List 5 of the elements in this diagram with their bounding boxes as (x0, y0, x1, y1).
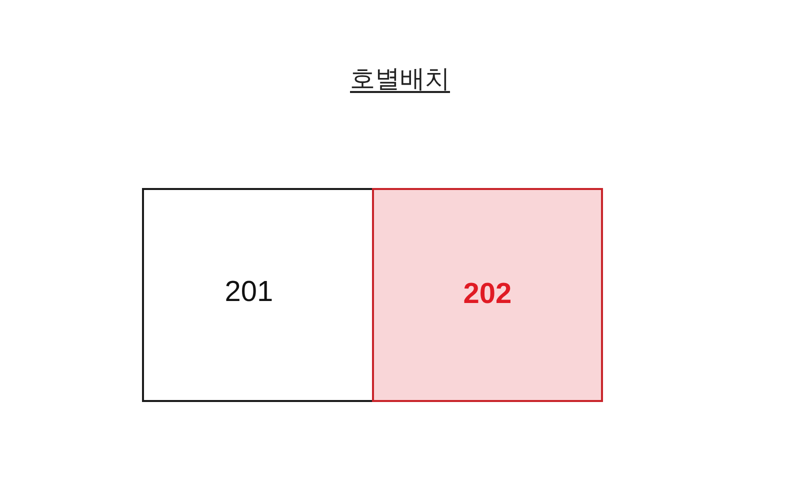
unit-box (372, 188, 603, 402)
unit-number: 202 (463, 279, 512, 311)
unit-box (142, 188, 374, 402)
unit-number: 201 (224, 277, 274, 309)
title: 호별배치 (350, 64, 450, 93)
